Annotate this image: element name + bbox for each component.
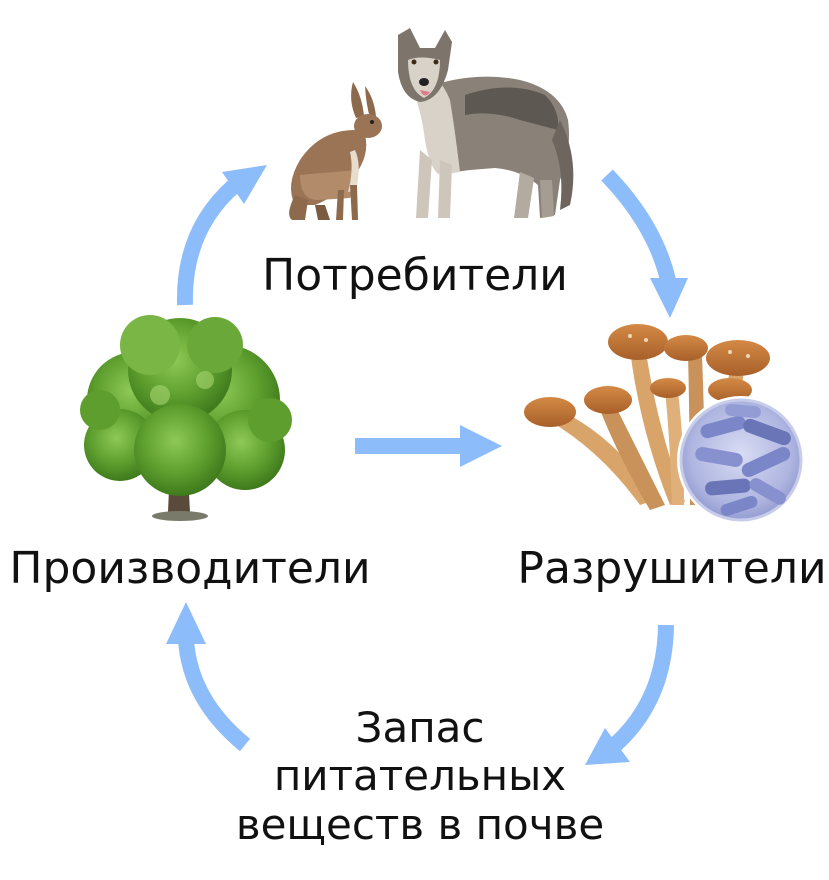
arrow-consumers-to-decomposers	[601, 169, 688, 318]
decomposers-label: Разрушители	[517, 543, 827, 594]
arrow-soil-to-producers	[166, 602, 251, 752]
soil-label-line-1: Запас	[355, 703, 485, 752]
soil-nutrients-label: Запас питательных веществ в почве	[235, 703, 605, 849]
bacteria-icon	[677, 396, 805, 524]
soil-label-line-2: питательных	[273, 751, 567, 801]
consumers-label: Потребители	[262, 250, 568, 301]
wolf-icon	[398, 28, 574, 219]
arrow-producers-to-consumers	[176, 165, 267, 306]
arrow-decomposers-to-soil	[585, 624, 674, 765]
tree-icon	[80, 315, 292, 521]
producers-label: Производители	[9, 543, 371, 594]
hare-icon	[289, 82, 382, 220]
soil-label-line-3: веществ в почве	[235, 799, 605, 849]
arrow-producers-to-decomposers	[355, 425, 502, 467]
